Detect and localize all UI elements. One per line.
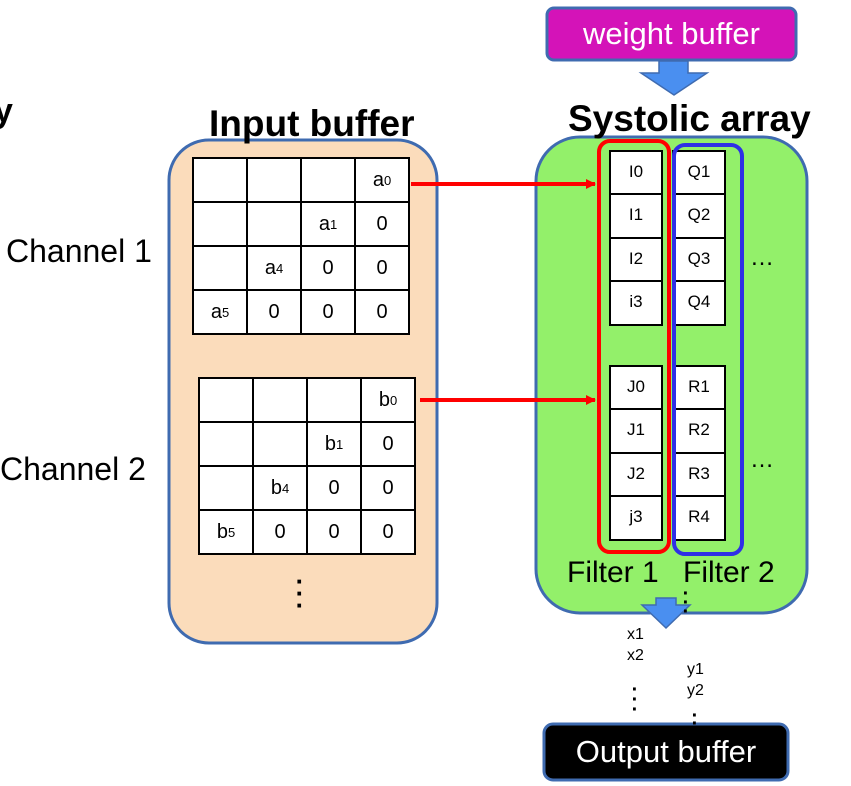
grid-cell: 0 xyxy=(376,300,388,323)
ellipsis-top: … xyxy=(750,244,776,271)
filter-1-output-values: x1 x2 xyxy=(627,624,644,666)
pe-cell: R2 xyxy=(688,420,710,439)
grid-cell: 0 xyxy=(274,520,286,543)
weight-buffer-box xyxy=(545,6,798,62)
pe-cell: i3 xyxy=(629,292,643,311)
grid-cell: 0 xyxy=(328,476,340,499)
filter-2-label: Filter 2 xyxy=(683,556,775,589)
pe-cell: Q4 xyxy=(687,292,711,311)
pe-cell: j3 xyxy=(629,507,643,526)
filter-2-outline xyxy=(672,143,744,556)
pe-cell: R1 xyxy=(688,377,710,396)
output-x-more-dots: ··· xyxy=(631,679,639,721)
grid-cell: 0 xyxy=(382,520,394,543)
filter-1-outline xyxy=(597,139,671,554)
filter-1-pe-cells xyxy=(609,150,663,541)
weight-to-array-arrow xyxy=(638,60,710,96)
systolic-array-container xyxy=(534,135,809,615)
channel-2-grid-lines xyxy=(198,377,416,555)
grid-cell: 0 xyxy=(322,300,334,323)
grid-cell: 0 xyxy=(322,256,334,279)
grid-cell: 0 xyxy=(382,476,394,499)
filter-2-more-dots: ··· xyxy=(682,583,690,623)
output-value: y2 xyxy=(687,682,704,699)
filter-2-output-values: y1 y2 xyxy=(687,659,704,701)
filter-1-label: Filter 1 xyxy=(567,556,659,589)
array-to-output-arrow xyxy=(640,597,692,630)
grid-cell: 0 xyxy=(382,432,394,455)
systolic-array-title: Systolic array xyxy=(568,98,811,139)
ellipsis-bottom: … xyxy=(750,446,776,473)
pe-cell: J1 xyxy=(627,420,645,439)
output-value: y1 xyxy=(687,661,704,678)
filter-2-pe-cells xyxy=(672,150,726,541)
grid-cell: 0 xyxy=(268,300,280,323)
channel-2-label: Channel 2 xyxy=(0,451,146,487)
output-value: x2 xyxy=(627,647,644,664)
pe-cell: Q1 xyxy=(687,162,711,181)
pe-cell: J0 xyxy=(627,377,645,396)
output-value: x1 xyxy=(627,626,644,643)
grid-cell: 0 xyxy=(376,212,388,235)
pe-cell: J2 xyxy=(627,464,645,483)
partial-edge-char: y xyxy=(0,92,13,130)
pe-cell: R3 xyxy=(688,464,710,483)
weight-buffer-label: weight buffer xyxy=(583,16,760,51)
pe-cell: Q3 xyxy=(687,249,711,268)
pe-cell: Q2 xyxy=(687,205,711,224)
pe-cell: I0 xyxy=(628,162,644,181)
output-buffer-label: Output buffer xyxy=(575,734,757,769)
grid-cell: 0 xyxy=(328,520,340,543)
grid-cell: 0 xyxy=(376,256,388,279)
channel-1-grid-lines xyxy=(192,157,410,335)
output-y-more-dots: ·· xyxy=(691,705,699,735)
pe-cell: I2 xyxy=(628,249,644,268)
pe-cell: I1 xyxy=(628,205,644,224)
output-buffer-box xyxy=(542,722,790,782)
input-buffer-title: Input buffer xyxy=(209,103,415,144)
pe-cell: R4 xyxy=(688,507,710,526)
channel-1-label: Channel 1 xyxy=(6,233,152,269)
input-more-channels-dots: ··· xyxy=(295,566,305,620)
